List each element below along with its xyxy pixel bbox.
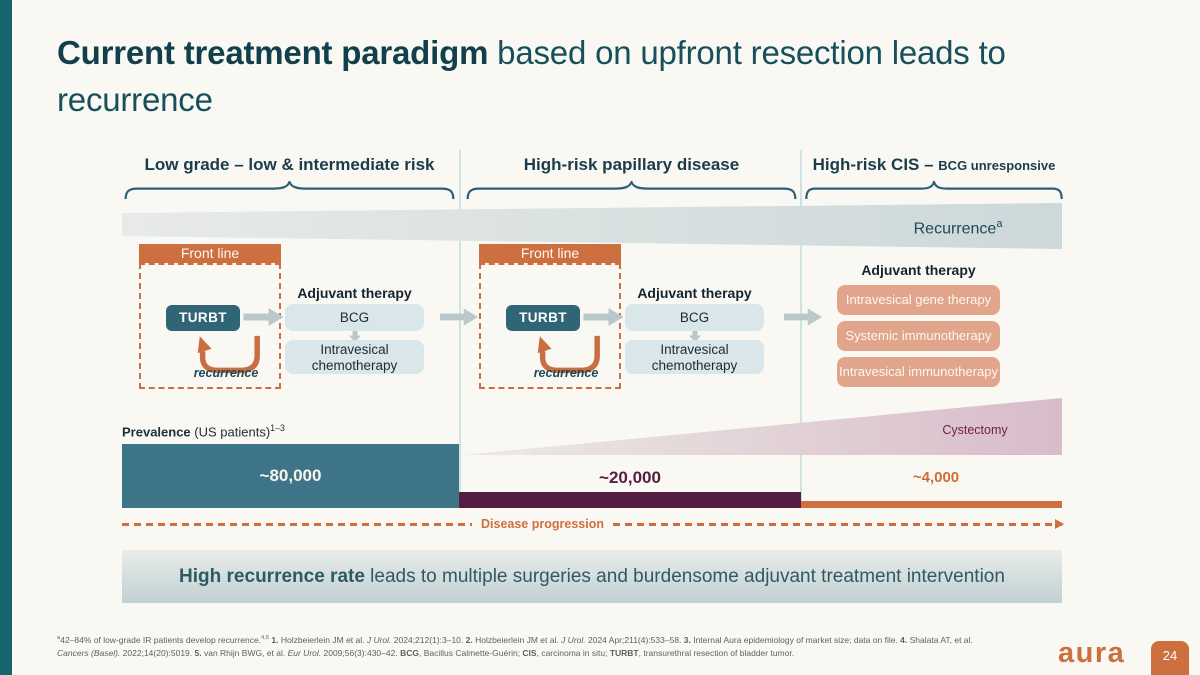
column-header-cis-small: BCG unresponsive xyxy=(938,158,1056,173)
adjuvant-therapy-header: Adjuvant therapy xyxy=(861,262,976,278)
intravesical-chemotherapy-box: Intravesical chemotherapy xyxy=(625,340,764,374)
footnote-line-1: a42–84% of low-grade IR patients develop… xyxy=(57,634,973,645)
banner-bold: High recurrence rate xyxy=(179,565,365,587)
down-arrow-icon xyxy=(349,331,361,342)
intravesical-chemotherapy-box: Intravesical chemotherapy xyxy=(285,340,424,374)
column-header-cis-main: High-risk CIS – xyxy=(812,155,939,174)
bcg-box: BCG xyxy=(625,304,764,331)
flow-column-high-risk-cis: Adjuvant therapy Intravesical gene thera… xyxy=(801,240,1062,392)
inter-column-arrow-icon xyxy=(784,308,822,326)
recurrence-label: recurrence xyxy=(533,366,599,380)
page-title-rest: based on upfront resection leads to recu… xyxy=(57,34,1006,118)
cystectomy-label: Cystectomy xyxy=(942,423,1008,437)
recurrence-label: recurrence xyxy=(193,366,259,380)
flow-column-low-grade: Front line TURBT recurrence Adjuvant the… xyxy=(122,240,462,392)
prevalence-bar-low-grade: ~80,000 xyxy=(122,444,459,508)
brace-icon xyxy=(466,181,797,200)
systemic-immunotherapy-box: Systemic immunotherapy xyxy=(837,321,1000,351)
right-arrow-icon xyxy=(583,308,624,326)
prevalence-label: Prevalence (US patients)1–3 xyxy=(122,423,285,439)
column-header-low-grade: Low grade – low & intermediate risk xyxy=(144,155,435,174)
slide-edge-accent-bar xyxy=(0,0,12,675)
recurrence-band-text: Recurrence xyxy=(913,220,997,238)
inter-column-arrow-icon xyxy=(440,308,478,326)
column-header-high-risk-cis: High-risk CIS – BCG unresponsive xyxy=(805,155,1063,175)
bcg-box: BCG xyxy=(285,304,424,331)
front-line-header: Front line xyxy=(139,244,281,263)
arrowhead-icon xyxy=(1055,518,1064,529)
front-line-dashed-box xyxy=(139,263,281,389)
aura-logo: aura xyxy=(1058,637,1126,669)
page-title: Current treatment paradigm based on upfr… xyxy=(57,30,1152,124)
prevalence-label-bold: Prevalence xyxy=(122,424,191,440)
recurrence-band-label: Recurrencea xyxy=(858,218,1058,238)
front-line-dashed-box xyxy=(479,263,621,389)
adjuvant-therapy-header: Adjuvant therapy xyxy=(297,285,412,301)
page-title-bold: Current treatment paradigm xyxy=(57,34,489,71)
column-divider xyxy=(800,150,802,508)
brace-icon xyxy=(805,181,1063,200)
front-line-header: Front line xyxy=(479,244,621,263)
column-header-high-risk-papillary: High-risk papillary disease xyxy=(523,155,740,174)
flow-column-high-risk-papillary: Front line TURBT recurrence Adjuvant the… xyxy=(462,240,802,392)
recurrence-loop-icon xyxy=(537,335,600,374)
disease-progression-line: Disease progression xyxy=(122,517,1064,531)
footnote-line-2: Cancers (Basel). 2022;14(20):5019. 5. va… xyxy=(57,647,795,658)
turbt-box: TURBT xyxy=(166,305,240,331)
recurrence-band-sup: a xyxy=(996,218,1003,230)
adjuvant-therapy-header: Adjuvant therapy xyxy=(637,285,752,301)
prevalence-value-high-risk: ~20,000 xyxy=(599,468,661,487)
page-number-badge: 24 xyxy=(1151,641,1189,675)
turbt-box: TURBT xyxy=(506,305,580,331)
banner-rest: leads to multiple surgeries and burdenso… xyxy=(364,565,1005,587)
key-message-banner: High recurrence rate leads to multiple s… xyxy=(122,550,1062,603)
prevalence-value-cis: ~4,000 xyxy=(912,469,960,486)
intravesical-immunotherapy-box: Intravesical immunotherapy xyxy=(837,357,1000,387)
prevalence-label-rest: (US patients) xyxy=(190,424,271,440)
disease-progression-label: Disease progression xyxy=(481,517,604,531)
right-arrow-icon xyxy=(243,308,284,326)
prevalence-label-sup: 1–3 xyxy=(270,423,285,433)
dashed-line-right xyxy=(612,518,1064,529)
prevalence-bar-cis xyxy=(801,501,1062,508)
footnotes: a42–84% of low-grade IR patients develop… xyxy=(57,632,1022,660)
down-arrow-icon xyxy=(689,331,701,342)
recurrence-loop-icon xyxy=(197,335,260,374)
recurrence-wedge-icon xyxy=(122,203,1062,249)
dashed-line-left xyxy=(122,522,472,526)
prevalence-bar-high-risk xyxy=(459,492,801,508)
cystectomy-wedge-icon xyxy=(462,398,1062,455)
intravesical-gene-therapy-box: Intravesical gene therapy xyxy=(837,285,1000,315)
column-divider xyxy=(459,150,461,508)
brace-icon xyxy=(124,181,455,200)
